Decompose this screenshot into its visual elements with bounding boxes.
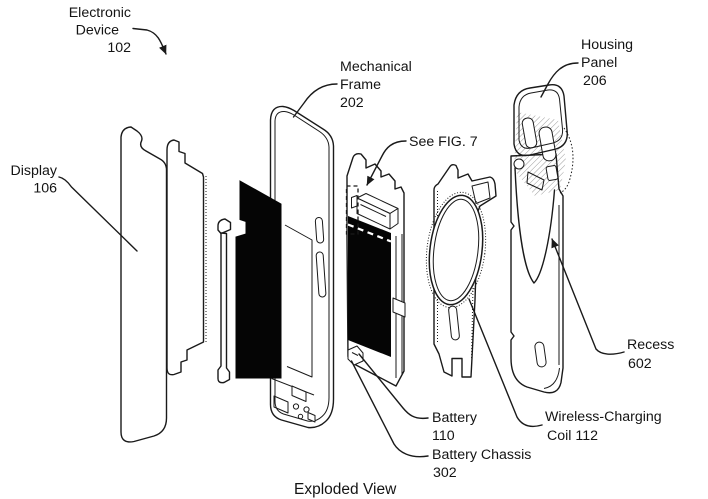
label-battery-chassis: Battery Chassis 302 <box>432 447 531 481</box>
label-text: Battery <box>432 410 478 426</box>
label-mechanical-frame: Mechanical Frame 202 <box>340 59 412 111</box>
label-text: Housing <box>581 37 633 53</box>
label-text: 106 <box>33 181 57 197</box>
recess-arrow <box>551 238 625 355</box>
label-text: 202 <box>340 95 364 111</box>
label-text: 206 <box>583 73 607 89</box>
label-text: Panel <box>581 55 617 71</box>
mechanical-frame-leader <box>292 83 338 118</box>
wireless-coil-leader <box>468 298 543 428</box>
label-see-fig: See FIG. 7 <box>409 134 478 150</box>
labels: Electronic Device 102 Display 106 Mechan… <box>10 5 674 498</box>
label-text: Recess <box>627 337 674 353</box>
battery-chassis-leader <box>350 360 429 458</box>
battery-silhouette <box>235 180 282 379</box>
label-text: 602 <box>628 356 652 372</box>
battery-connector-block <box>351 193 399 230</box>
label-text: Battery Chassis <box>432 447 531 463</box>
label-text: 110 <box>432 428 455 444</box>
label-electronic-device: Electronic Device 102 <box>69 5 131 56</box>
label-recess: Recess 602 <box>627 337 674 372</box>
mechanical-frame <box>269 105 335 429</box>
label-battery: Battery 110 <box>432 410 478 444</box>
side-rail <box>217 218 232 384</box>
label-text: Mechanical <box>340 59 412 75</box>
housing-recess-curve <box>514 167 556 284</box>
electronic-device-arrow <box>132 27 167 55</box>
see-fig-dashed-box <box>345 185 359 235</box>
label-housing-panel: Housing Panel 206 <box>581 37 633 89</box>
label-text: Device <box>76 23 119 39</box>
housing-top-ring <box>513 84 568 157</box>
battery-leader <box>358 353 429 420</box>
label-text: 102 <box>107 40 131 56</box>
chassis-foot-bracket <box>347 345 364 366</box>
label-text: Wireless-Charging <box>545 409 662 425</box>
housing-panel <box>510 84 574 394</box>
housing-panel-leader <box>540 62 579 98</box>
label-text: Frame <box>340 77 381 93</box>
see-fig-arrow <box>366 140 407 186</box>
display-leader <box>58 176 138 252</box>
figure-caption: Exploded View <box>294 481 397 498</box>
display-glass <box>120 126 168 443</box>
label-text: Electronic <box>69 5 131 21</box>
battery-chassis <box>345 152 406 387</box>
mid-bracket-plate <box>166 139 207 376</box>
label-text: Display <box>10 163 57 179</box>
label-text: Coil 112 <box>547 428 598 444</box>
chassis-battery-cell <box>347 216 392 357</box>
label-wireless-coil: Wireless-Charging Coil 112 <box>545 409 662 444</box>
label-display: Display 106 <box>10 163 57 197</box>
frame-circuit-details <box>271 378 316 423</box>
label-text: 302 <box>433 465 457 481</box>
wireless-charging-coil-plate <box>425 164 497 378</box>
label-text: See FIG. 7 <box>409 134 478 150</box>
coil-windings <box>425 191 487 309</box>
leader-lines <box>58 27 625 458</box>
